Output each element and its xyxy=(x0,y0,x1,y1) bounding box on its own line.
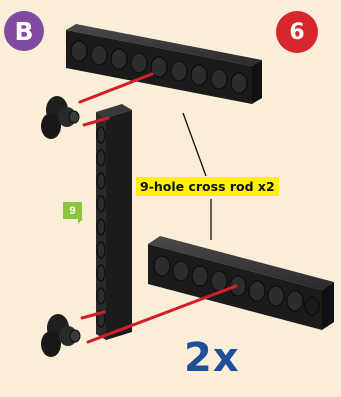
part-label: 9-hole cross rod x2 xyxy=(136,177,279,196)
step-number-badge: 6 xyxy=(276,11,318,53)
label-leader-lines xyxy=(182,112,212,240)
quantity-label: 2x xyxy=(184,335,240,381)
length-tag: 9 xyxy=(63,202,83,224)
assembly-guide-lines xyxy=(78,72,238,344)
connector-peg-top xyxy=(41,96,80,139)
vertical-rod xyxy=(96,104,132,340)
horizontal-rod-bottom xyxy=(148,236,334,330)
horizontal-rod-top xyxy=(66,24,262,104)
section-badge: B xyxy=(4,11,44,51)
connector-peg-bottom xyxy=(41,314,81,357)
